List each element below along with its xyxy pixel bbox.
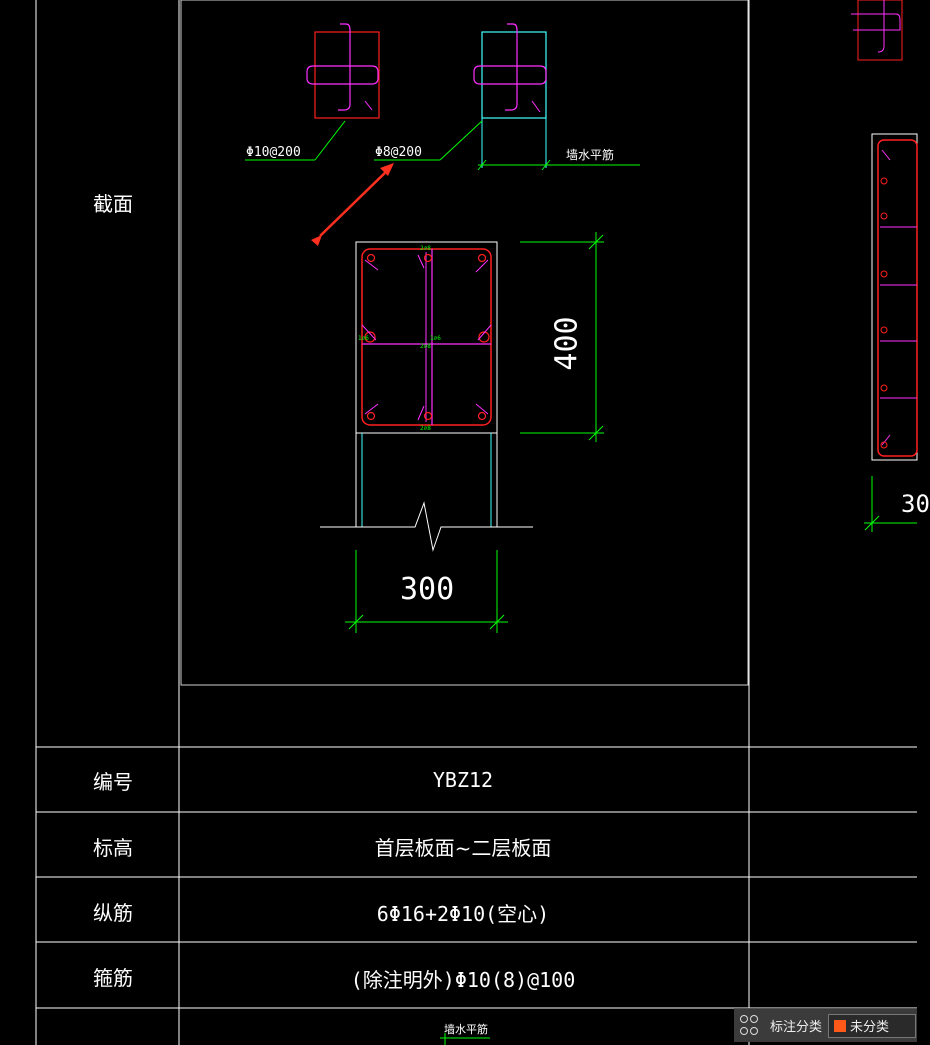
dimension-lines bbox=[345, 232, 604, 633]
bottom-note-label: 墙水平筋 bbox=[444, 1023, 488, 1036]
stirrup-right-label: Φ8@200 bbox=[375, 145, 422, 160]
svg-text:2⌀8: 2⌀8 bbox=[420, 425, 431, 432]
row-label-section: 截面 bbox=[93, 192, 133, 216]
column-section: 2⌀8 2⌀8 2⌀8 1⌀6 1⌀6 bbox=[320, 241, 533, 552]
right-dimension-partial-label: 30 bbox=[901, 490, 930, 518]
category-select-value: 未分类 bbox=[850, 1020, 890, 1035]
row-label-longitudinal-rebar: 纵筋 bbox=[93, 901, 133, 925]
row-label-elevation: 标高 bbox=[93, 836, 133, 860]
right-partial-detail bbox=[851, 0, 918, 532]
row-value-elevation: 首层板面~二层板面 bbox=[374, 836, 552, 860]
svg-text:1⌀6: 1⌀6 bbox=[430, 335, 441, 342]
table-grid bbox=[35, 0, 917, 1045]
grid-icon[interactable] bbox=[740, 1014, 762, 1037]
dimension-height-label: 400 bbox=[549, 316, 585, 371]
annotation-category-toolbar: 标注分类 未分类 bbox=[734, 1008, 917, 1042]
stirrup-detail-right bbox=[374, 23, 640, 171]
row-value-longitudinal-rebar: 6Φ16+2Φ10(空心) bbox=[376, 902, 550, 926]
row-value-number: YBZ12 bbox=[432, 768, 494, 792]
svg-text:2⌀8: 2⌀8 bbox=[420, 343, 431, 350]
wall-horizontal-rebar-label: 墙水平筋 bbox=[566, 148, 615, 162]
stirrup-left-label: Φ10@200 bbox=[246, 145, 301, 160]
row-value-stirrup: (除注明外)Φ10(8)@100 bbox=[350, 968, 576, 992]
svg-text:2⌀8: 2⌀8 bbox=[420, 245, 431, 252]
annotation-arrow[interactable] bbox=[311, 163, 394, 246]
annotation-category-label: 标注分类 bbox=[770, 1020, 823, 1035]
stirrup-detail-left bbox=[245, 23, 380, 161]
bottom-partial-detail bbox=[440, 1033, 490, 1045]
category-color-swatch bbox=[834, 1019, 847, 1032]
annotation-category-select[interactable]: 未分类 bbox=[828, 1013, 917, 1038]
row-label-number: 编号 bbox=[93, 770, 133, 794]
row-label-stirrup: 箍筋 bbox=[93, 966, 133, 990]
svg-text:1⌀6: 1⌀6 bbox=[358, 335, 369, 342]
dimension-width-label: 300 bbox=[400, 572, 455, 607]
